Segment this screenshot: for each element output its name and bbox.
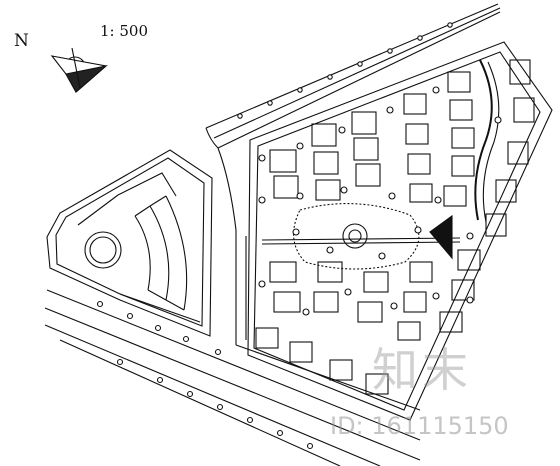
- watermark-id: ID: 161115150: [330, 412, 509, 440]
- central-axis: [261, 203, 461, 270]
- residential-block: [247, 41, 553, 421]
- north-label: N: [14, 31, 29, 51]
- scale-label: 1: 500: [100, 22, 148, 40]
- plaza-block: [46, 149, 213, 337]
- landscape-stream: [474, 59, 500, 223]
- street-trees: [96, 22, 453, 450]
- villa-buildings: [255, 59, 535, 395]
- landscape-trees: [258, 86, 502, 316]
- north-arrow-icon: [50, 47, 108, 93]
- watermark-logo: 知末: [372, 343, 472, 397]
- road: [44, 3, 501, 466]
